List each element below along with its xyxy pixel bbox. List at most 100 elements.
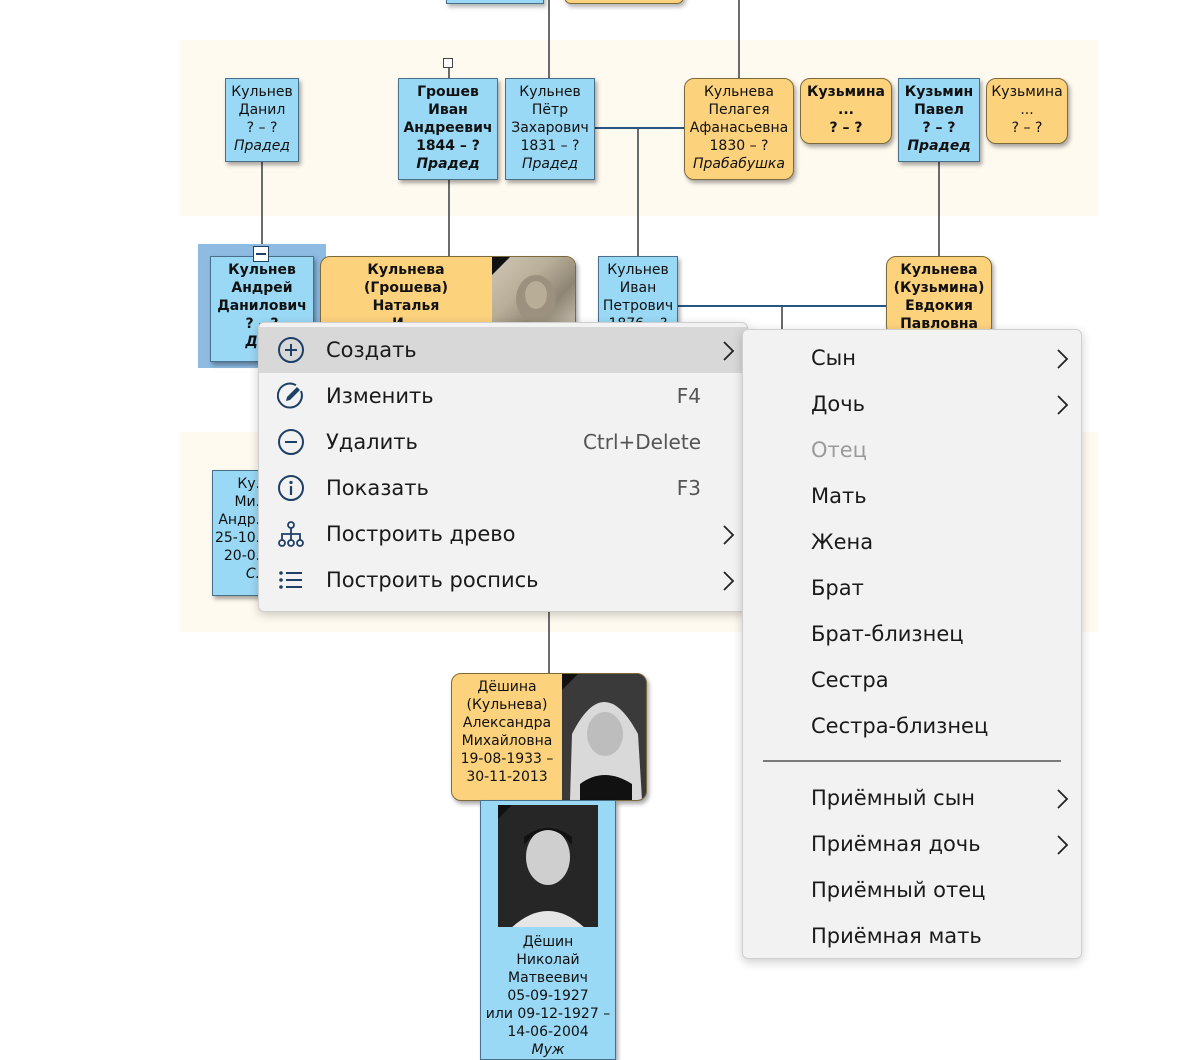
person-dates: 05-09-1927 — [507, 988, 589, 1004]
person-dates: 25-10... — [214, 530, 269, 546]
expand-marker[interactable] — [443, 58, 453, 68]
person-name: Дёшина — [477, 679, 537, 695]
submenu-item-adopted-son[interactable]: Приёмный сын — [743, 775, 1081, 821]
context-menu: Создать Изменить F4 Удалить Ctrl+Delete … — [258, 322, 748, 612]
submenu-item-father: Отец — [743, 427, 1081, 473]
menu-item-create[interactable]: Создать — [259, 327, 747, 373]
submenu-item-twin-sister[interactable]: Сестра-близнец — [743, 703, 1081, 749]
person-name: Иван — [619, 280, 657, 296]
connector-line — [261, 162, 263, 248]
submenu-item-label: Приёмный сын — [811, 786, 976, 810]
submenu-item-sister[interactable]: Сестра — [743, 657, 1081, 703]
submenu-item-label: Брат-близнец — [811, 622, 964, 646]
person-card[interactable]: Кузьмина ... ? – ? — [986, 78, 1068, 144]
person-card[interactable]: Кульнева (Кузьмина) Евдокия Павловна — [886, 256, 992, 336]
shortcut-label: F3 — [676, 476, 701, 500]
submenu-item-label: Брат — [811, 576, 864, 600]
submenu-item-adoptive-mother[interactable]: Приёмная мать — [743, 913, 1081, 959]
submenu-item-label: Сестра — [811, 668, 889, 692]
person-card[interactable]: Кульнева Пелагея Афанасьевна 1830 – ? Пр… — [684, 78, 794, 180]
shortcut-label: F4 — [676, 384, 701, 408]
submenu-item-mother[interactable]: Мать — [743, 473, 1081, 519]
person-name: Кузьмин — [904, 84, 974, 100]
person-dates: 14-06-2004 — [507, 1024, 589, 1040]
person-name: Кульнева — [703, 84, 775, 100]
submenu-item-daughter[interactable]: Дочь — [743, 381, 1081, 427]
submenu-item-label: Приёмный отец — [811, 878, 986, 902]
menu-item-edit[interactable]: Изменить F4 — [259, 373, 747, 419]
person-card[interactable]: Грошев Иван Андреевич 1844 – ? Прадед — [398, 78, 498, 180]
person-card[interactable]: Дёшин Николай Матвеевич 05-09-1927 или 0… — [480, 800, 616, 1060]
minus-circle-icon — [278, 429, 304, 455]
submenu-item-brother[interactable]: Брат — [743, 565, 1081, 611]
person-name: Андр... — [218, 512, 269, 528]
submenu-item-twin-brother[interactable]: Брат-близнец — [743, 611, 1081, 657]
chevron-right-icon — [1057, 349, 1069, 369]
person-relation: Прадед — [522, 156, 578, 172]
submenu-item-adopted-daughter[interactable]: Приёмная дочь — [743, 821, 1081, 867]
person-relation: Прабабушка — [693, 156, 785, 172]
shortcut-label: Ctrl+Delete — [582, 430, 701, 454]
submenu-item-label: Сестра-близнец — [811, 714, 989, 738]
menu-item-label: Создать — [326, 338, 417, 362]
person-name: Дёшин — [522, 934, 574, 950]
pencil-circle-icon — [277, 382, 303, 409]
person-photo — [562, 674, 646, 800]
menu-item-build-list[interactable]: Построить роспись — [259, 557, 747, 603]
connector-line — [548, 610, 550, 674]
submenu-item-son[interactable]: Сын — [743, 335, 1081, 381]
person-dates: 30-11-2013 — [466, 769, 548, 785]
person-dates: 1830 – ? — [709, 138, 769, 154]
person-dates: 20-0... — [223, 548, 269, 564]
plus-circle-icon — [278, 337, 304, 363]
person-name: Кульнева — [900, 262, 978, 278]
person-dates: 1844 – ? — [416, 138, 480, 154]
chevron-right-icon — [723, 525, 735, 545]
person-dates: ? – ? — [829, 120, 863, 136]
person-name: Данилович — [217, 298, 307, 314]
person-name: Кульнев — [231, 84, 293, 100]
connector-line — [738, 0, 740, 80]
person-name: (Кузьмина) — [893, 280, 985, 296]
tree-icon — [278, 521, 304, 547]
person-card[interactable]: Кульнев Данил ? – ? Прадед — [225, 78, 299, 162]
menu-item-build-tree[interactable]: Построить древо — [259, 511, 747, 557]
connector-line — [637, 128, 639, 256]
submenu-item-wife[interactable]: Жена — [743, 519, 1081, 565]
person-card[interactable]: Кульнев Пётр Захарович 1831 – ? Прадед — [505, 78, 595, 180]
submenu-item-label: Приёмная дочь — [811, 832, 981, 856]
person-name: Кульнев — [519, 84, 581, 100]
person-name: Александра — [462, 715, 552, 731]
chevron-right-icon — [723, 571, 735, 591]
person-name: Павловна — [900, 316, 978, 332]
person-name: Захарович — [511, 120, 589, 136]
connector-line — [548, 0, 550, 80]
person-name: Иван — [428, 102, 468, 118]
person-name: Петрович — [602, 298, 674, 314]
person-name: Данил — [238, 102, 286, 118]
partial-card-top — [564, 0, 684, 4]
menu-item-label: Построить древо — [326, 522, 516, 546]
person-relation: Прадед — [234, 138, 290, 154]
collapse-button[interactable] — [253, 246, 269, 262]
person-name: Матвеевич — [508, 970, 588, 986]
menu-item-delete[interactable]: Удалить Ctrl+Delete — [259, 419, 747, 465]
connector-line — [678, 305, 888, 307]
submenu-item-adoptive-father[interactable]: Приёмный отец — [743, 867, 1081, 913]
person-card[interactable]: Кузьмин Павел ? – ? Прадед — [898, 78, 980, 162]
person-dates: ? – ? — [1011, 120, 1043, 136]
person-name: Кульнева — [367, 262, 445, 278]
person-card[interactable]: Кузьмина ... ? – ? — [800, 78, 892, 144]
connector-line — [781, 306, 783, 330]
person-name: (Грошева) — [363, 280, 449, 296]
connector-line — [594, 127, 686, 129]
person-dates: ? – ? — [922, 120, 956, 136]
person-name: Пётр — [531, 102, 569, 118]
person-name: Кульнев — [607, 262, 669, 278]
person-dates: 19-08-1933 – — [460, 751, 554, 767]
person-dates: ? – ? — [246, 120, 278, 136]
info-circle-icon — [278, 475, 304, 501]
submenu-item-label: Приёмная мать — [811, 924, 982, 948]
person-name: Афанасьевна — [689, 120, 789, 136]
menu-item-show[interactable]: Показать F3 — [259, 465, 747, 511]
